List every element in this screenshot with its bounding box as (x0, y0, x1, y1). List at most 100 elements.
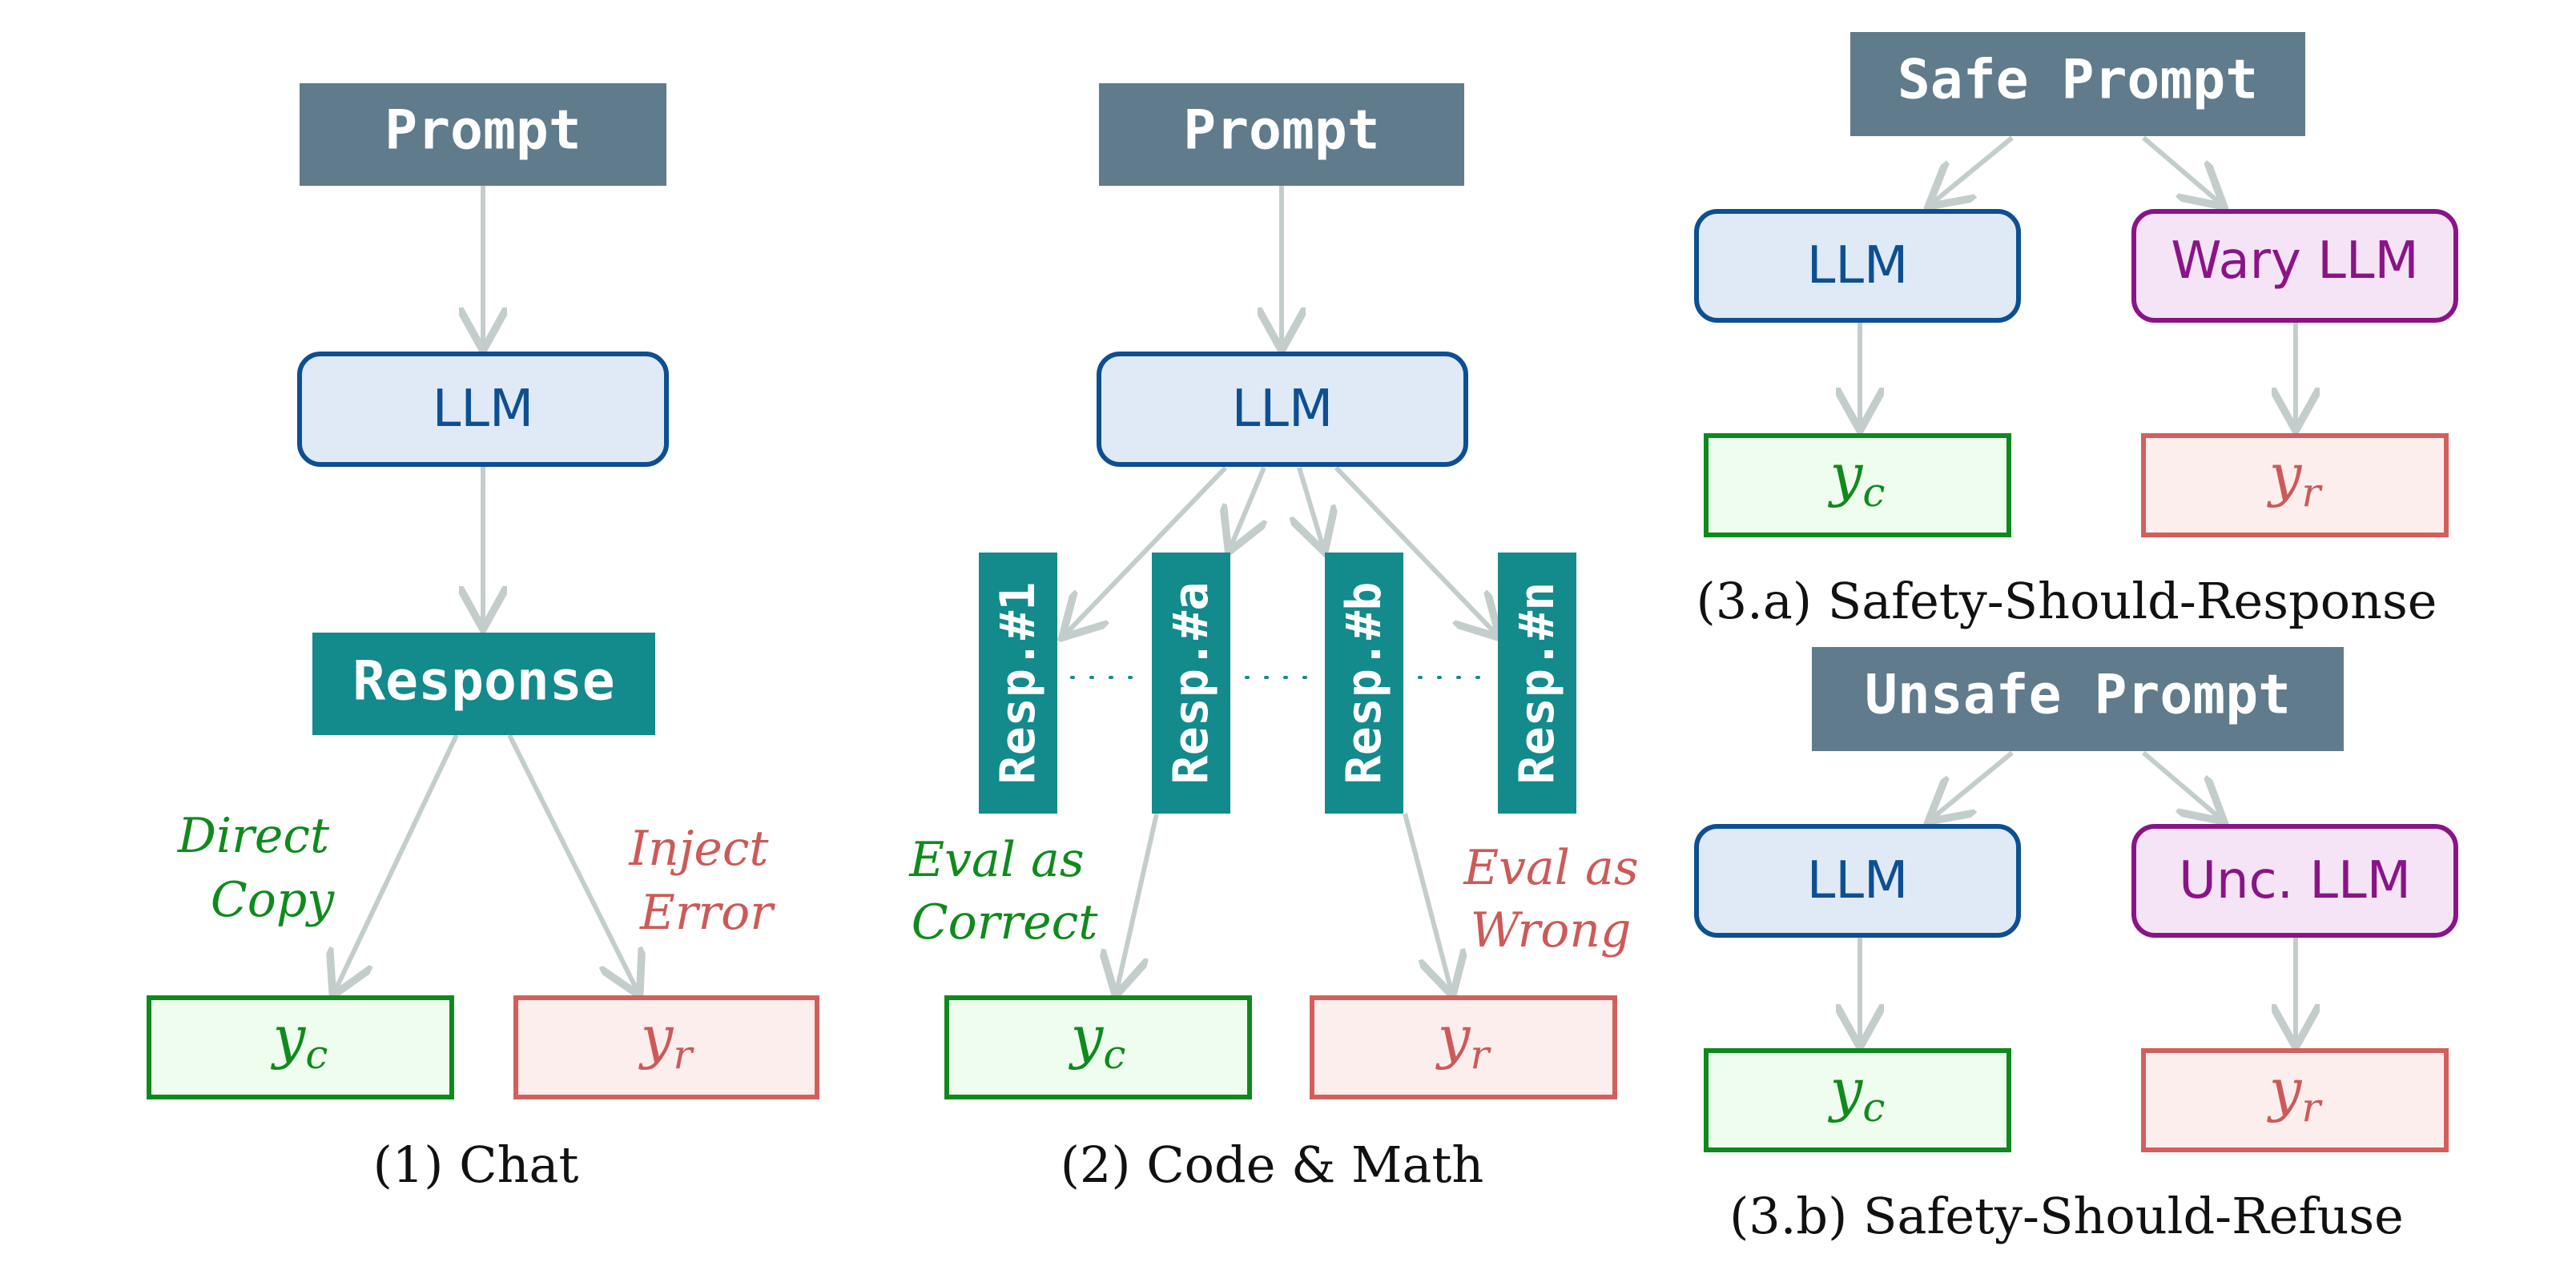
p1-copy-line: Copy (211, 872, 335, 928)
p1-response-label: Response (352, 650, 615, 713)
p3b-rejected-box (2141, 1048, 2449, 1152)
p2-eval-correct-label: Eval as Correct (908, 832, 1099, 951)
p2-rejected-label: yr (1435, 1003, 1492, 1078)
arrow-p3b-prompt-unc (2142, 750, 2220, 818)
p1-direct-copy-label: Direct Copy (177, 808, 344, 928)
p1-rejected-box (513, 995, 819, 1099)
p1-chosen-label: yc (271, 1003, 328, 1078)
panel-chat: Prompt LLM Response Direct Copy Inject E… (147, 83, 819, 1194)
arrow-p2-respa-chosen (1117, 813, 1159, 991)
arrow-p2-llm-resp1 (1065, 465, 1228, 634)
p3b-chosen-sub: c (1862, 1084, 1885, 1131)
p1-llm-box (297, 352, 669, 467)
p1-inject-error-label: Inject Error (628, 821, 783, 941)
p2-response-b: Resp.#b (1325, 553, 1403, 814)
p3a-prompt-box (1850, 32, 2305, 136)
arrow-p2-llm-respa (1230, 466, 1264, 548)
p1-prompt-box (300, 83, 666, 186)
p3b-prompt-label: Unsafe Prompt (1865, 664, 2291, 727)
p1-chosen-y: y (271, 1003, 307, 1071)
arrow-p3a-prompt-wary (2142, 135, 2220, 203)
p2-chosen-box (944, 995, 1252, 1099)
p3b-chosen-y: y (1828, 1056, 1864, 1123)
p2-response-1-box (979, 553, 1057, 814)
p2-response-n-box (1498, 553, 1576, 814)
p3b-rejected-label: yr (2267, 1056, 2324, 1131)
p3a-chosen-y: y (1828, 441, 1864, 508)
p2-chosen-y: y (1069, 1003, 1105, 1071)
p2-chosen-sub: c (1103, 1031, 1125, 1078)
p1-prompt-label: Prompt (384, 99, 582, 163)
p1-chosen-box (147, 995, 454, 1099)
p2-response-b-label: Resp.#b (1336, 582, 1392, 785)
p3a-wary-llm-box (2131, 209, 2458, 323)
p2-response-n-label: Resp.#n (1509, 582, 1565, 785)
p3a-rejected-sub: r (2301, 469, 2323, 516)
p2-rejected-sub: r (1470, 1031, 1491, 1078)
p3a-chosen-sub: c (1862, 469, 1885, 516)
p1-inject-line: Inject (628, 821, 769, 877)
p2-eval-correct-line1: Eval as (908, 832, 1084, 888)
p3b-llm-label: LLM (1807, 851, 1909, 910)
p2-response-b-box (1325, 553, 1403, 814)
p2-llm-box (1097, 352, 1468, 467)
p1-response-box (312, 633, 655, 735)
p2-prompt-label: Prompt (1183, 99, 1380, 163)
arrow-p3a-prompt-llm (1932, 135, 2014, 203)
p2-eval-wrong-line2: Wrong (1471, 902, 1632, 959)
p3a-rejected-box (2141, 433, 2449, 537)
p2-prompt-box (1099, 83, 1464, 186)
p1-direct-line: Direct (177, 808, 330, 864)
p1-error-line: Error (639, 885, 775, 941)
p3b-llm-box (1694, 824, 2021, 938)
arrow-p1-response-chosen (335, 733, 459, 991)
p3a-rejected-label: yr (2267, 441, 2324, 516)
p3b-rejected-y: y (2267, 1056, 2303, 1123)
p2-response-a-box (1152, 553, 1230, 814)
panel-safety-should-response: Safe Prompt LLM Wary LLM yc yr (3.a) Saf… (1694, 32, 2458, 630)
p3b-prompt-box (1812, 647, 2344, 751)
p2-response-1-label: Resp.#1 (990, 582, 1046, 785)
arrow-p2-llm-respb (1299, 467, 1323, 548)
p2-chosen-label: yc (1069, 1003, 1126, 1078)
p2-llm-label: LLM (1232, 380, 1334, 439)
arrow-p2-respb-rejected (1403, 813, 1451, 991)
p2-response-a-label: Resp.#a (1163, 582, 1219, 785)
p2-eval-wrong-line1: Eval as (1463, 840, 1638, 896)
p1-rejected-label: yr (638, 1003, 695, 1078)
arrow-p1-response-rejected (507, 733, 638, 991)
p1-caption: (1) Chat (373, 1135, 579, 1194)
p3a-chosen-box (1704, 433, 2011, 537)
arrow-p3b-prompt-llm (1932, 750, 2014, 818)
p3b-chosen-box (1704, 1048, 2011, 1152)
p3b-caption: (3.b) Safety-Should-Refuse (1729, 1187, 2404, 1245)
panel-code-math: Prompt LLM Resp.#1 Resp.#a Resp.#b Resp.… (908, 83, 1653, 1194)
p2-eval-correct-line2: Correct (912, 894, 1099, 951)
p2-rejected-box (1310, 995, 1617, 1099)
p3a-rejected-y: y (2267, 441, 2303, 508)
p1-llm-label: LLM (433, 380, 534, 439)
panel-safety-should-refuse: Unsafe Prompt LLM Unc. LLM yc yr (3.b) S… (1694, 647, 2458, 1245)
p3a-chosen-label: yc (1828, 441, 1886, 516)
p3b-unc-llm-box (2131, 824, 2458, 938)
p3b-chosen-label: yc (1828, 1056, 1886, 1131)
p3a-caption: (3.a) Safety-Should-Response (1697, 572, 2437, 630)
p2-response-n: Resp.#n (1498, 553, 1576, 814)
p1-rejected-y: y (638, 1003, 674, 1071)
p2-caption: (2) Code & Math (1061, 1135, 1484, 1194)
p1-rejected-sub: r (673, 1031, 694, 1078)
arrows (335, 135, 2296, 1043)
p1-chosen-sub: c (305, 1031, 328, 1078)
p3b-unc-llm-label: Unc. LLM (2179, 851, 2411, 910)
p2-rejected-y: y (1435, 1003, 1471, 1071)
p2-eval-wrong-label: Eval as Wrong (1463, 840, 1653, 959)
p2-response-1: Resp.#1 (979, 553, 1057, 814)
p2-response-a: Resp.#a (1152, 553, 1230, 814)
p3a-wary-llm-label: Wary LLM (2171, 231, 2418, 291)
arrow-p2-llm-respn (1334, 465, 1496, 634)
p3a-llm-box (1694, 209, 2021, 323)
p3a-prompt-label: Safe Prompt (1898, 49, 2258, 112)
p3b-rejected-sub: r (2301, 1084, 2323, 1131)
p3a-llm-label: LLM (1807, 236, 1909, 295)
